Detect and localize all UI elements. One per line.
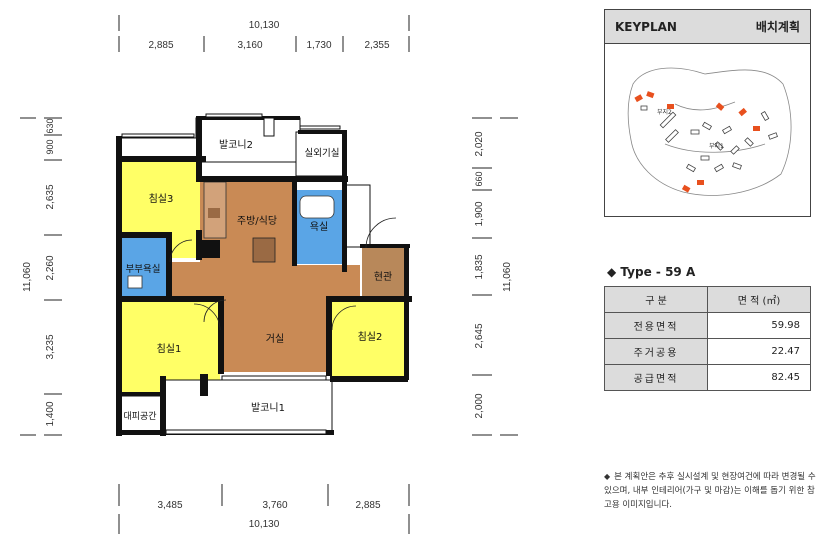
- room-label-entrance: 현관: [374, 271, 392, 283]
- bedroom2-floor: [332, 302, 408, 376]
- left-dim-1: 630: [45, 118, 55, 133]
- area-row-value: 59.98: [707, 312, 811, 339]
- balcony2-floor: [195, 117, 301, 163]
- area-table-header: 구 분 면 적 (㎡): [604, 286, 811, 313]
- top-dim-2: 3,160: [237, 40, 262, 51]
- table-row: 주거공용 22.47: [604, 338, 811, 365]
- area-row-label: 전용면적: [604, 312, 708, 339]
- bottom-dimensions: [118, 484, 410, 534]
- room-label-shelter: 대피공간: [123, 411, 156, 422]
- area-header-value: 면 적 (㎡): [707, 286, 811, 313]
- right-dimensions: [472, 117, 518, 436]
- bottom-dim-2: 3,760: [262, 500, 287, 511]
- room-label-balcony1: 발코니1: [251, 402, 285, 414]
- room-label-kitchen: 주방/식당: [237, 215, 277, 227]
- left-dim-6: 1,400: [45, 401, 56, 426]
- bottom-dim-3: 2,885: [355, 500, 380, 511]
- room-label-bedroom1: 침실1: [157, 343, 182, 355]
- left-dim-4: 2,260: [45, 255, 56, 280]
- top-dim-1: 2,885: [148, 40, 173, 51]
- keyplan-header: KEYPLAN 배치계획: [605, 10, 810, 44]
- left-total-dim: 11,060: [22, 262, 33, 292]
- left-dim-3: 2,635: [45, 184, 56, 209]
- note-text: 본 계획안은 추후 실시설계 및 현장여건에 따라 변경될 수 있으며, 내부 …: [604, 472, 816, 510]
- room-label-master-bath: 부부욕실: [126, 264, 161, 275]
- disclaimer-note: ◆본 계획안은 추후 실시설계 및 현장여건에 따라 변경될 수 있으며, 내부…: [604, 470, 816, 512]
- room-label-bathroom: 욕실: [310, 221, 328, 233]
- left-dimensions: [20, 117, 62, 436]
- room-label-balcony2: 발코니2: [219, 139, 253, 151]
- room-label-utility: 실외기실: [305, 147, 340, 159]
- keyplan-title-kr: 배치계획: [755, 20, 800, 34]
- site-keyplan-map: 부지2 부지1: [627, 67, 792, 196]
- plan-body: [116, 113, 412, 436]
- room-label-bedroom2: 침실2: [358, 331, 383, 343]
- room-label-living: 거실: [266, 333, 284, 345]
- unit-type-title: ◆ Type - 59 A: [607, 265, 695, 279]
- table-row: 전용면적 59.98: [604, 312, 811, 339]
- right-dim-2: 660: [474, 171, 484, 186]
- bottom-total-dim: 10,130: [249, 519, 280, 530]
- left-dim-5: 3,235: [45, 334, 56, 359]
- balcony1-floor: [161, 379, 333, 435]
- area-table: 구 분 면 적 (㎡) 전용면적 59.98 주거공용 22.47 공급면적 8…: [604, 286, 811, 391]
- unit-type-label: Type - 59 A: [620, 265, 696, 279]
- area-row-value: 22.47: [707, 338, 811, 365]
- keyplan-label-site1: 부지1: [709, 142, 724, 150]
- top-dim-3: 1,730: [306, 40, 331, 51]
- area-row-value: 82.45: [707, 364, 811, 391]
- right-dim-1: 2,020: [474, 131, 485, 156]
- right-dim-4: 1,835: [474, 254, 485, 279]
- keyplan-title: KEYPLAN: [615, 19, 677, 34]
- right-total-dim: 11,060: [502, 262, 513, 292]
- right-dim-6: 2,000: [474, 393, 485, 418]
- left-dim-2: 900: [45, 139, 55, 154]
- area-row-label: 공급면적: [604, 364, 708, 391]
- note-bullet: ◆: [604, 472, 611, 481]
- room-label-bedroom3: 침실3: [149, 193, 174, 205]
- top-dimensions: [118, 15, 410, 52]
- area-header-label: 구 분: [604, 286, 708, 313]
- floor-plan-diagram: 10,130 2,885 3,160 1,730 2,355 3,485 3,7…: [20, 15, 518, 534]
- unit-type-bullet: ◆: [607, 265, 617, 279]
- top-total-dim: 10,130: [249, 20, 280, 31]
- keyplan-panel: KEYPLAN 배치계획: [604, 9, 811, 217]
- keyplan-label-site2: 부지2: [657, 108, 672, 116]
- bottom-dim-1: 3,485: [157, 500, 182, 511]
- area-row-label: 주거공용: [604, 338, 708, 365]
- entrance-floor: [362, 248, 408, 298]
- right-dim-3: 1,900: [474, 201, 485, 226]
- table-row: 공급면적 82.45: [604, 364, 811, 391]
- top-dim-4: 2,355: [364, 40, 389, 51]
- right-dim-5: 2,645: [474, 323, 485, 348]
